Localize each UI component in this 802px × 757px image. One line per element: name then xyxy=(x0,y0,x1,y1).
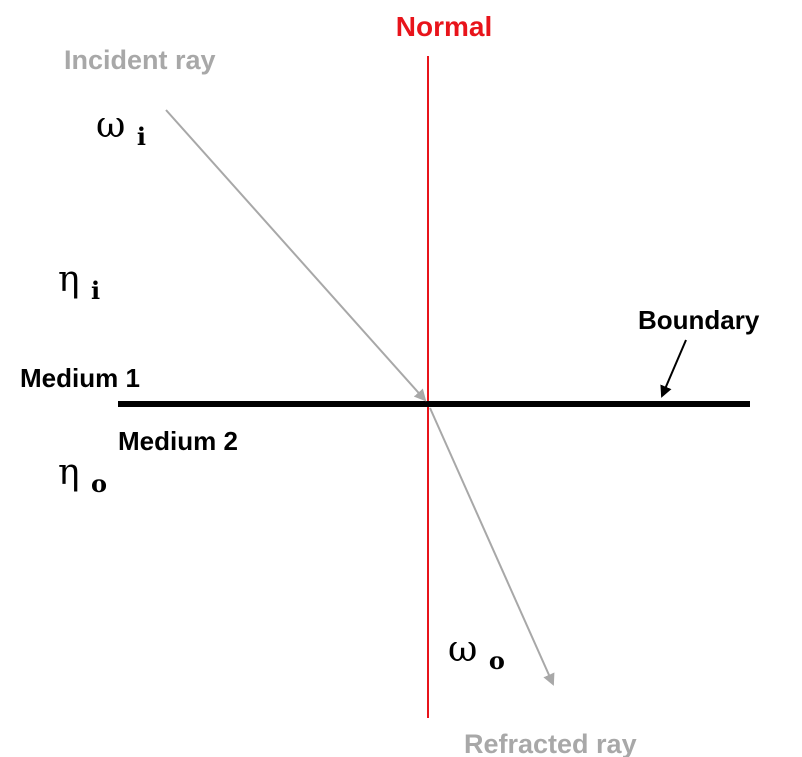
omega-o-subscript: o xyxy=(489,646,505,675)
refracted-ray-label: Refracted ray xyxy=(464,729,637,757)
eta-i-base: η xyxy=(58,259,80,300)
eta-o-subscript: o xyxy=(91,469,107,498)
omega-i-subscript: i xyxy=(137,122,146,151)
eta-i-symbol: η i xyxy=(58,259,100,305)
boundary-pointer-arrow xyxy=(660,339,687,398)
eta-o-symbol: η o xyxy=(58,452,107,498)
omega-o-base: ω xyxy=(448,629,477,670)
refracted-ray-line xyxy=(429,407,555,686)
incident-ray-line xyxy=(165,109,427,402)
normal-label: Normal xyxy=(396,11,492,42)
eta-o-base: η xyxy=(58,452,80,493)
eta-i-subscript: i xyxy=(91,276,100,305)
medium-1-label: Medium 1 xyxy=(20,363,140,393)
omega-i-symbol: ω i xyxy=(96,105,146,151)
omega-i-base: ω xyxy=(96,105,125,146)
boundary-label: Boundary xyxy=(638,305,760,335)
omega-o-symbol: ω o xyxy=(448,629,505,675)
incident-ray-label: Incident ray xyxy=(64,45,216,75)
medium-2-label: Medium 2 xyxy=(118,426,238,456)
